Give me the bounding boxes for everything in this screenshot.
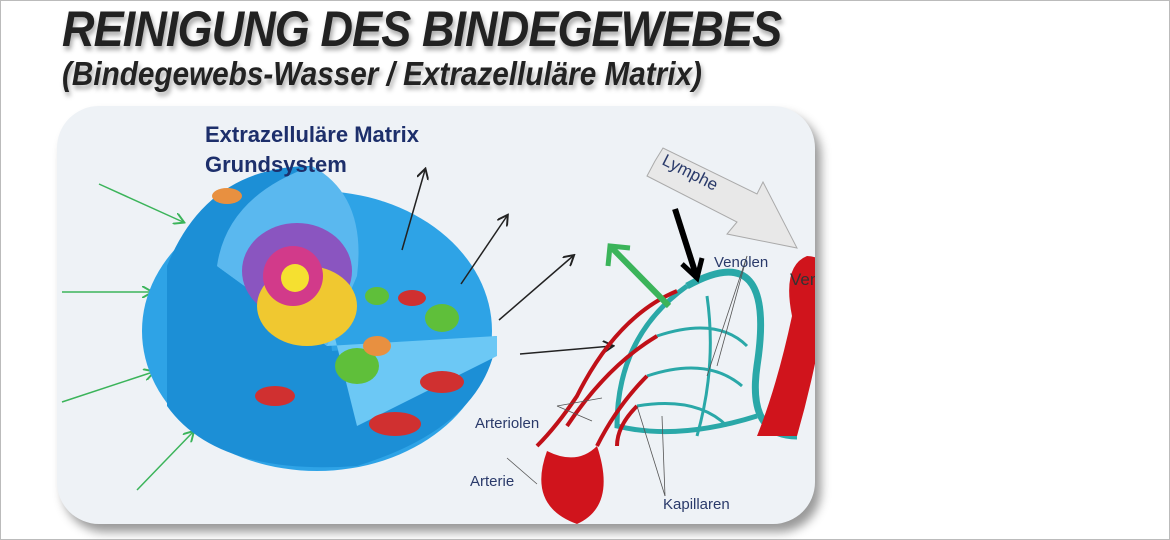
green-flow-arrow [607,243,672,309]
diagram-heading: Extrazelluläre Matrix Grundsystem [205,120,419,180]
inflow-arrow [61,372,153,403]
lymph-arrow [646,147,798,249]
outflow-arrows [401,170,612,355]
capillary-network [535,256,815,524]
diagram-card: Extrazelluläre Matrix Grundsystem Lymphe… [57,106,815,524]
inflow-arrows [61,183,193,491]
outflow-arrow [401,170,425,251]
label-venolen: Venolen [714,254,769,271]
label-arterie: Arterie [470,473,515,490]
outflow-arrow [498,256,573,321]
heading-line-1: Extrazelluläre Matrix [205,122,419,147]
outflow-arrow [460,216,507,285]
inflow-arrow [98,183,183,222]
page-title: REINIGUNG DES BINDEGEWEBES [62,1,782,57]
label-kapillaren: Kapillaren [663,496,730,513]
label-arteriolen: Arteriolen [475,415,540,432]
cell-illustration [142,166,497,471]
diagram-illustration [61,147,815,524]
outflow-arrow [519,346,612,355]
inflow-arrow [136,432,193,491]
black-flow-arrow [672,208,700,279]
page-subtitle: (Bindegewebs-Wasser / Extrazelluläre Mat… [62,55,702,92]
label-leader-lines [506,255,748,497]
label-vene: Vene [790,270,815,289]
heading-line-2: Grundsystem [205,152,347,177]
